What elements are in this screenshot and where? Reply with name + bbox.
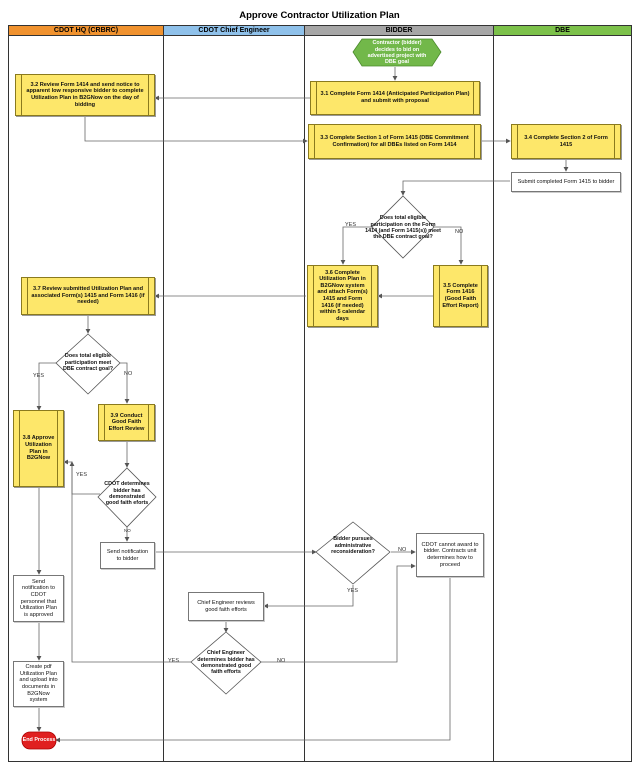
label-no-bidder: NO xyxy=(455,229,464,235)
cdot-cannot-award: CDOT cannot award to bidder. Contracts u… xyxy=(416,533,484,577)
step-3-6: 3.6 Complete Utilization Plan in B2GNow … xyxy=(307,265,378,327)
start-node: Contractor (bidder) decides to bid on ad… xyxy=(367,40,427,66)
decision-total-bidder-shape xyxy=(371,195,435,259)
decision-recon-shape xyxy=(315,521,391,585)
decision-chief-engineer: Chief Engineer determines bidder has dem… xyxy=(197,650,255,676)
label-yes-gfe: YES xyxy=(76,472,88,478)
lane-header-dbe: DBE xyxy=(493,25,632,36)
label-yes-bidder: YES xyxy=(345,222,357,228)
decision-gfe-hq-shape xyxy=(97,467,157,528)
step-3-2: 3.2 Review Form 1414 and send notice to … xyxy=(15,74,155,116)
decision-total-bidder: Does total eligible participation on the… xyxy=(365,215,441,241)
chief-engineer-review: Chief Engineer reviews good faith effort… xyxy=(188,592,264,621)
create-pdf-upload: Create pdf Utilization Plan and upload i… xyxy=(13,661,64,707)
label-no-gfe: NO xyxy=(124,528,131,533)
label-yes-ce: YES xyxy=(168,658,180,664)
edge-hq-decision-yes-to-38 xyxy=(36,362,57,411)
label-no-ce: NO xyxy=(277,658,286,664)
label-yes-hq: YES xyxy=(33,373,45,379)
step-3-3: 3.3 Complete Section 1 of Form 1415 (DBE… xyxy=(308,124,481,159)
step-3-9: 3.9 Conduct Good Faith Effort Review xyxy=(98,404,155,441)
edge-submit-to-decision xyxy=(400,180,510,196)
edge-decision-yes-to-36 xyxy=(340,226,374,265)
step-3-1: 3.1 Complete Form 1414 (Anticipated Part… xyxy=(310,81,480,115)
step-3-7: 3.7 Review submitted Utilization Plan an… xyxy=(21,277,155,315)
edge-ce-yes-to-38 xyxy=(69,461,193,663)
decision-ce-shape xyxy=(190,631,262,695)
edge-cannot-to-end xyxy=(55,577,451,743)
edge-32-to-33 xyxy=(84,116,308,144)
submit-form-1415: Submit completed Form 1415 to bidder xyxy=(511,172,621,192)
edge-gfe-yes-to-38 xyxy=(63,459,100,495)
label-yes-recon: YES xyxy=(347,588,359,594)
send-notification-bidder: Send notification to bidder xyxy=(100,542,155,569)
decision-gfe-hq: CDOT determines bidder has demonstrated … xyxy=(104,481,150,507)
edge-ce-no-to-cannot xyxy=(260,563,416,663)
decision-total-hq-shape xyxy=(55,333,121,395)
edge-decision-no-to-35 xyxy=(433,226,464,265)
label-no-hq: NO xyxy=(124,371,133,377)
step-3-5: 3.5 Complete Form 1416 (Good Faith Effor… xyxy=(433,265,488,327)
edge-hq-decision-no-to-39 xyxy=(120,362,130,404)
end-node-shape xyxy=(21,731,57,750)
start-node-shape xyxy=(352,38,442,67)
decision-total-hq: Does total eligible participation meet D… xyxy=(62,353,114,373)
lane-dbe xyxy=(493,36,632,762)
step-3-4: 3.4 Complete Section 2 of Form 1415 xyxy=(511,124,621,159)
end-node: End Process xyxy=(22,737,56,744)
label-no-recon: NO xyxy=(398,547,407,553)
step-3-8: 3.8 Approve Utilization Plan in B2GNow xyxy=(13,410,64,487)
diagram-title: Approve Contractor Utilization Plan xyxy=(239,10,400,21)
decision-recon: Bidder pursues administrative reconsider… xyxy=(331,536,375,556)
edge-recon-yes-to-ce xyxy=(263,585,354,609)
send-notification-cdot: Send notification to CDOT personnel that… xyxy=(13,575,64,622)
